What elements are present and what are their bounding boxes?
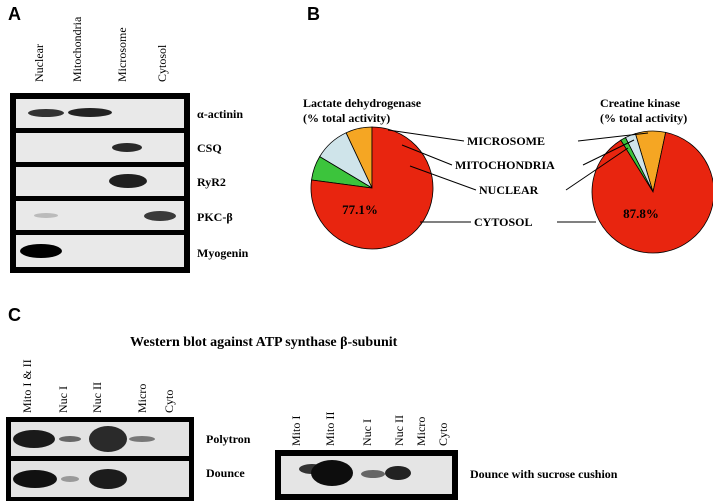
pie-right-title-line1: Creatine kinase	[600, 96, 681, 110]
panel-c-letter: C	[8, 305, 21, 325]
pie-cytosol-percent-label: 77.1%	[342, 202, 378, 217]
pie-left: 77.1%	[310, 126, 434, 250]
category-label-microsome: MICROSOME	[467, 134, 545, 148]
left-lane-nuc-i: Nuc I	[56, 386, 70, 413]
row-label-alpha-actinin: α-actinin	[197, 107, 244, 121]
row-label-pkc-beta: PKC-β	[197, 210, 233, 224]
right-lane-mito-i: Mito I	[289, 415, 303, 446]
panel-a-blot	[10, 93, 190, 273]
band	[13, 430, 55, 448]
leader-line-mitochondria-right	[582, 139, 635, 166]
left-lane-nuc-ii: Nuc II	[90, 382, 104, 413]
pie-charts: 77.1% 87.8%	[310, 126, 713, 254]
blot-row-polytron	[11, 422, 189, 456]
panel-c-left-blot	[6, 417, 194, 501]
pie-slice-cytosol	[591, 131, 713, 254]
right-lane-nuc-i: Nuc I	[360, 419, 374, 446]
blot-row-pkc-beta	[16, 201, 184, 230]
leader-line-microsome-left	[387, 129, 465, 142]
panel-c-right-blot	[275, 450, 458, 500]
pie-right-title-line2: (% total activity)	[600, 111, 688, 125]
left-lane-cyto: Cyto	[162, 389, 176, 413]
right-lane-cyto: Cyto	[436, 422, 450, 446]
band	[385, 466, 411, 480]
blot-row-csq	[16, 133, 184, 162]
band	[311, 460, 353, 486]
pie-slice-cytosol	[310, 126, 434, 250]
blot-row-ryr2	[16, 167, 184, 196]
leader-lines	[387, 129, 649, 223]
panel-b-letter: B	[307, 4, 320, 24]
band	[129, 436, 155, 442]
band	[61, 476, 79, 482]
pie-left-title: Lactate dehydrogenase (% total activity)	[303, 96, 421, 126]
band	[59, 436, 81, 442]
band	[20, 244, 62, 258]
right-lane-micro: Micro	[414, 416, 428, 446]
band	[112, 143, 142, 152]
leader-line-nuclear-left	[409, 165, 477, 191]
row-label-sucrose-cushion: Dounce with sucrose cushion	[470, 467, 618, 481]
leader-line-mitochondria-left	[401, 144, 453, 166]
row-label-csq: CSQ	[197, 141, 222, 155]
pie-left-title-line1: Lactate dehydrogenase	[303, 96, 422, 110]
leader-line-nuclear-right	[565, 147, 629, 191]
band	[28, 109, 64, 117]
row-label-myogenin: Myogenin	[197, 246, 249, 260]
panel-c-title: Western blot against ATP synthase β-subu…	[130, 335, 398, 350]
pie-right: 87.8%	[591, 130, 713, 254]
right-lane-nuc-ii: Nuc II	[392, 415, 406, 446]
blot-row-myogenin	[16, 235, 184, 267]
left-lane-mito-i-ii: Mito I & II	[20, 359, 34, 413]
band	[361, 470, 385, 478]
category-label-nuclear: NUCLEAR	[479, 183, 539, 197]
panel-a-letter: A	[8, 4, 21, 24]
band	[89, 426, 127, 452]
left-lane-micro: Micro	[135, 383, 149, 413]
band	[34, 213, 58, 218]
band	[13, 470, 57, 488]
blot-row-sucrose-cushion	[281, 456, 452, 494]
band	[89, 469, 127, 489]
row-label-polytron: Polytron	[206, 432, 251, 446]
pie-left-title-line2: (% total activity)	[303, 111, 391, 125]
category-label-cytosol: CYTOSOL	[474, 215, 533, 229]
blot-row-dounce	[11, 461, 189, 497]
category-label-mitochondria: MITOCHONDRIA	[455, 158, 555, 172]
band	[68, 108, 112, 117]
pie-right-title: Creatine kinase (% total activity)	[600, 96, 687, 126]
band	[144, 211, 176, 221]
row-label-ryr2: RyR2	[197, 175, 226, 189]
pie-cytosol-percent-label: 87.8%	[623, 206, 659, 221]
band	[109, 174, 147, 188]
row-label-dounce: Dounce	[206, 466, 245, 480]
blot-row-alpha-actinin	[16, 99, 184, 128]
leader-line-microsome-right	[577, 132, 649, 142]
right-lane-mito-ii: Mito II	[323, 411, 337, 446]
